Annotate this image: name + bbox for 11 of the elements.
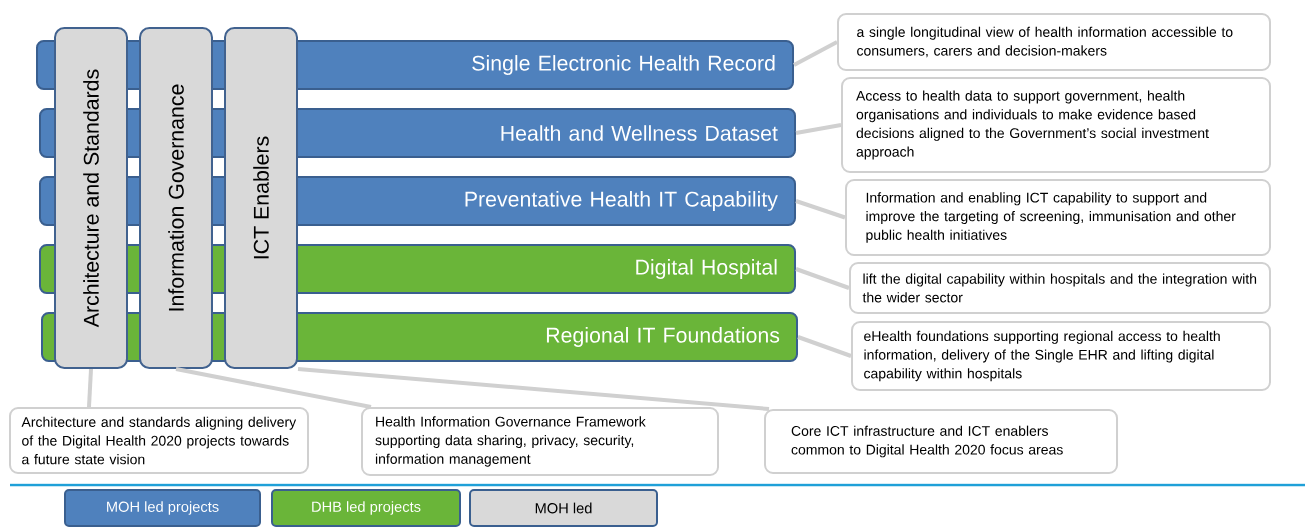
callout-box: eHealth foundations supporting regional access to health information, delivery of the Single EHR and lifting digital capability within hospitals xyxy=(851,321,1271,391)
callout-box: lift the digital capability within hospitals and the integration with the wider sector xyxy=(849,262,1271,314)
callout-box: Architecture and standards aligning delivery of the Digital Health 2020 projects towards a future state vision xyxy=(9,407,309,474)
enabler-pillar: ICT Enablers xyxy=(224,27,298,369)
callout-box: Information and enabling ICT capability to support and improve the targeting of screening, immunisation and other public health initiatives xyxy=(845,179,1271,256)
callout-box: Access to health data to support government, health organisations and individuals to make evidence based decisions aligned to the Government’s social investment approach xyxy=(841,77,1271,173)
callout-box: Core ICT infrastructure and ICT enablers common to Digital Health 2020 focus areas xyxy=(764,409,1118,474)
callout-box: a single longitudinal view of health information accessible to consumers, carers and decision-makers xyxy=(837,13,1271,71)
enabler-pillar: Architecture and Standards xyxy=(54,27,128,369)
enabler-pillar: Information Governance xyxy=(139,27,213,369)
callout-box: Health Information Governance Framework supporting data sharing, privacy, security, information management xyxy=(361,407,719,476)
